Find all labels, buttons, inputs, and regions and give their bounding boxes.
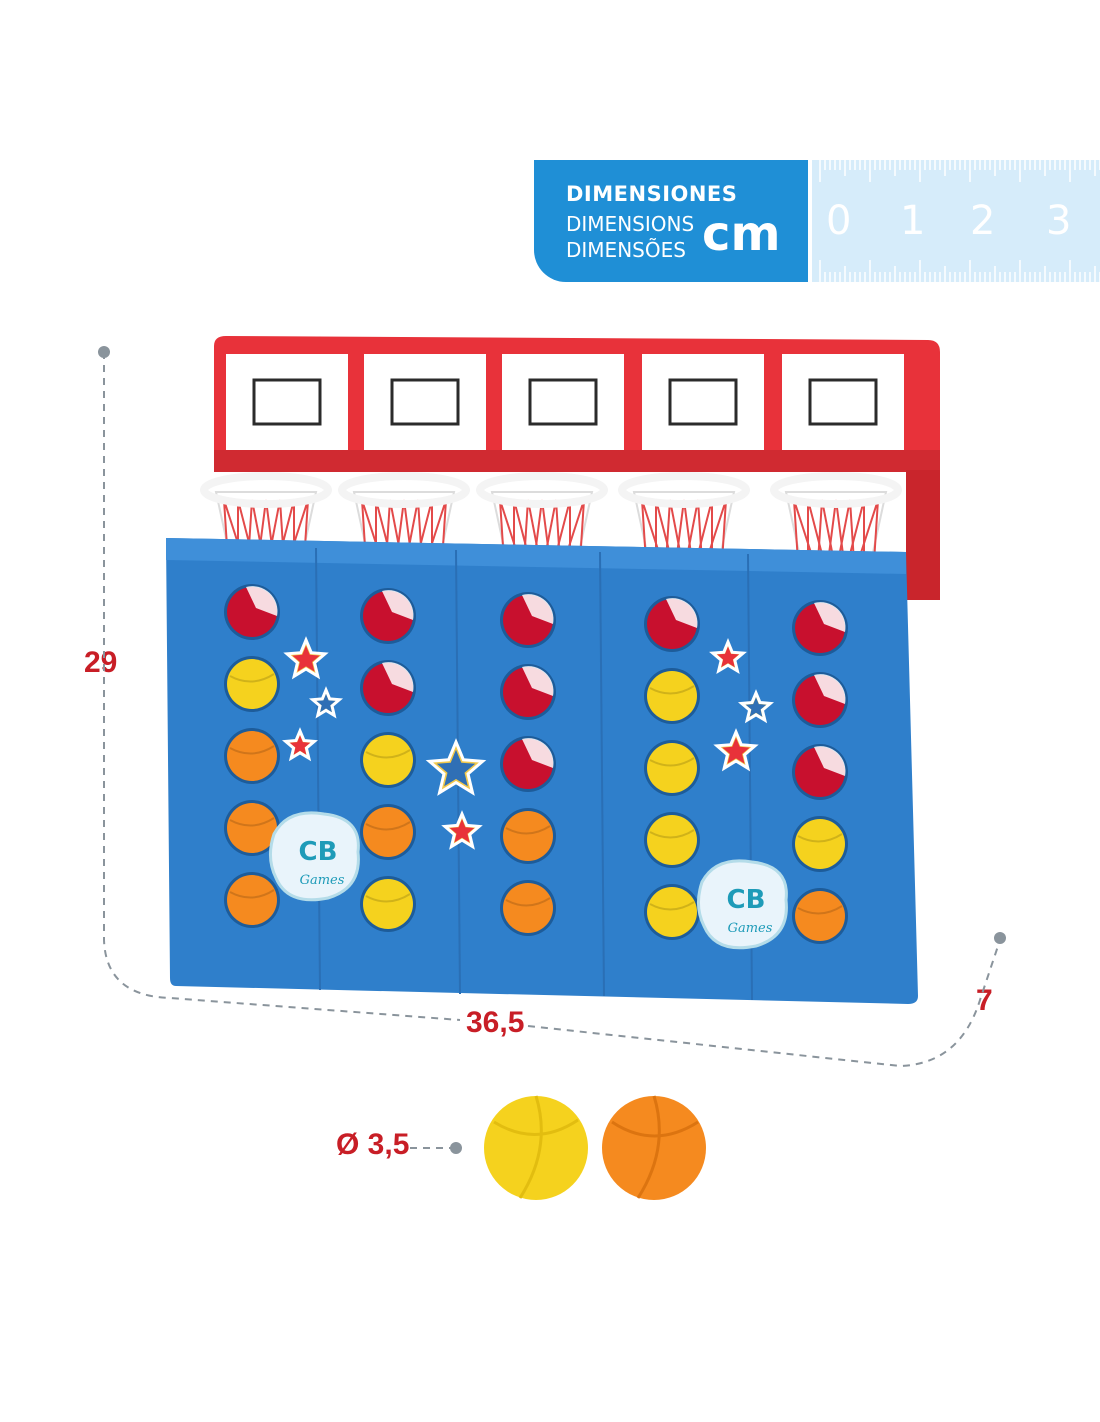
slot-yellow xyxy=(792,816,848,872)
dimensions-badge: DIMENSIONES DIMENSIONS DIMENSÕES cm xyxy=(534,160,808,282)
slot-red xyxy=(500,736,556,792)
ruler-ticks xyxy=(819,160,1100,282)
ruler: 0 1 2 3 xyxy=(812,160,1100,282)
height-dimension-dot xyxy=(98,346,110,358)
slot-orange xyxy=(224,872,280,928)
slot-red xyxy=(644,596,700,652)
badge-line-es: DIMENSIONES xyxy=(566,182,738,206)
ruler-number-3: 3 xyxy=(1046,198,1072,244)
slot-orange xyxy=(500,880,556,936)
slot-yellow xyxy=(644,740,700,796)
basketball-hoop xyxy=(770,472,902,567)
logo-left-top: CB xyxy=(299,837,338,867)
star-icon xyxy=(281,727,319,762)
slot-yellow xyxy=(360,732,416,788)
slot-red xyxy=(360,660,416,716)
badge-line-en: DIMENSIONS xyxy=(566,212,695,236)
slot-red xyxy=(500,592,556,648)
backboard xyxy=(364,354,486,450)
logo-left-bottom: Games xyxy=(300,873,345,888)
ball-slots xyxy=(224,584,848,944)
star-decorations xyxy=(281,636,775,850)
star-icon xyxy=(713,728,759,772)
depth-label: 7 xyxy=(976,984,993,1017)
width-dimension-line xyxy=(527,939,1001,1068)
orange-ball xyxy=(602,1095,706,1200)
slot-yellow xyxy=(644,812,700,868)
slot-orange xyxy=(792,888,848,944)
dimension-lines xyxy=(103,352,1001,1149)
slot-yellow xyxy=(644,884,700,940)
backboard xyxy=(782,354,904,450)
depth-dimension-dot xyxy=(994,932,1006,944)
slot-red xyxy=(360,588,416,644)
star-icon xyxy=(709,638,747,675)
backboard xyxy=(642,354,764,450)
cb-games-logo-right: CB Games xyxy=(697,859,788,950)
badge-unit: cm xyxy=(702,206,781,262)
backboard xyxy=(226,354,348,450)
star-icon xyxy=(441,810,483,850)
logo-right-bottom: Games xyxy=(728,921,773,936)
slot-red xyxy=(792,744,848,800)
slot-red xyxy=(792,600,848,656)
slot-yellow xyxy=(360,876,416,932)
slot-red xyxy=(500,664,556,720)
slot-yellow xyxy=(644,668,700,724)
slot-orange xyxy=(360,804,416,860)
cb-games-logo-left: CB Games xyxy=(269,811,360,902)
star-icon xyxy=(737,689,775,724)
yellow-ball xyxy=(484,1095,588,1200)
ruler-number-1: 1 xyxy=(900,198,926,244)
star-icon xyxy=(283,636,329,680)
ball-diameter-label: Ø 3,5 xyxy=(336,1128,410,1161)
ruler-number-2: 2 xyxy=(970,198,996,244)
height-label: 29 xyxy=(84,646,118,679)
backboards xyxy=(226,354,904,450)
slot-red xyxy=(792,672,848,728)
star-icon xyxy=(425,738,487,796)
logo-right-top: CB xyxy=(727,885,766,915)
slot-red xyxy=(224,584,280,640)
width-label: 36,5 xyxy=(466,1006,525,1039)
slot-orange xyxy=(224,800,280,856)
slot-orange xyxy=(224,728,280,784)
slot-orange xyxy=(500,808,556,864)
height-dimension-line xyxy=(103,352,461,1021)
slot-yellow xyxy=(224,656,280,712)
star-icon xyxy=(308,686,344,719)
ruler-number-0: 0 xyxy=(826,198,852,244)
badge-line-pt: DIMENSÕES xyxy=(566,238,686,262)
ball-leader-dot xyxy=(450,1142,462,1154)
backboard xyxy=(502,354,624,450)
